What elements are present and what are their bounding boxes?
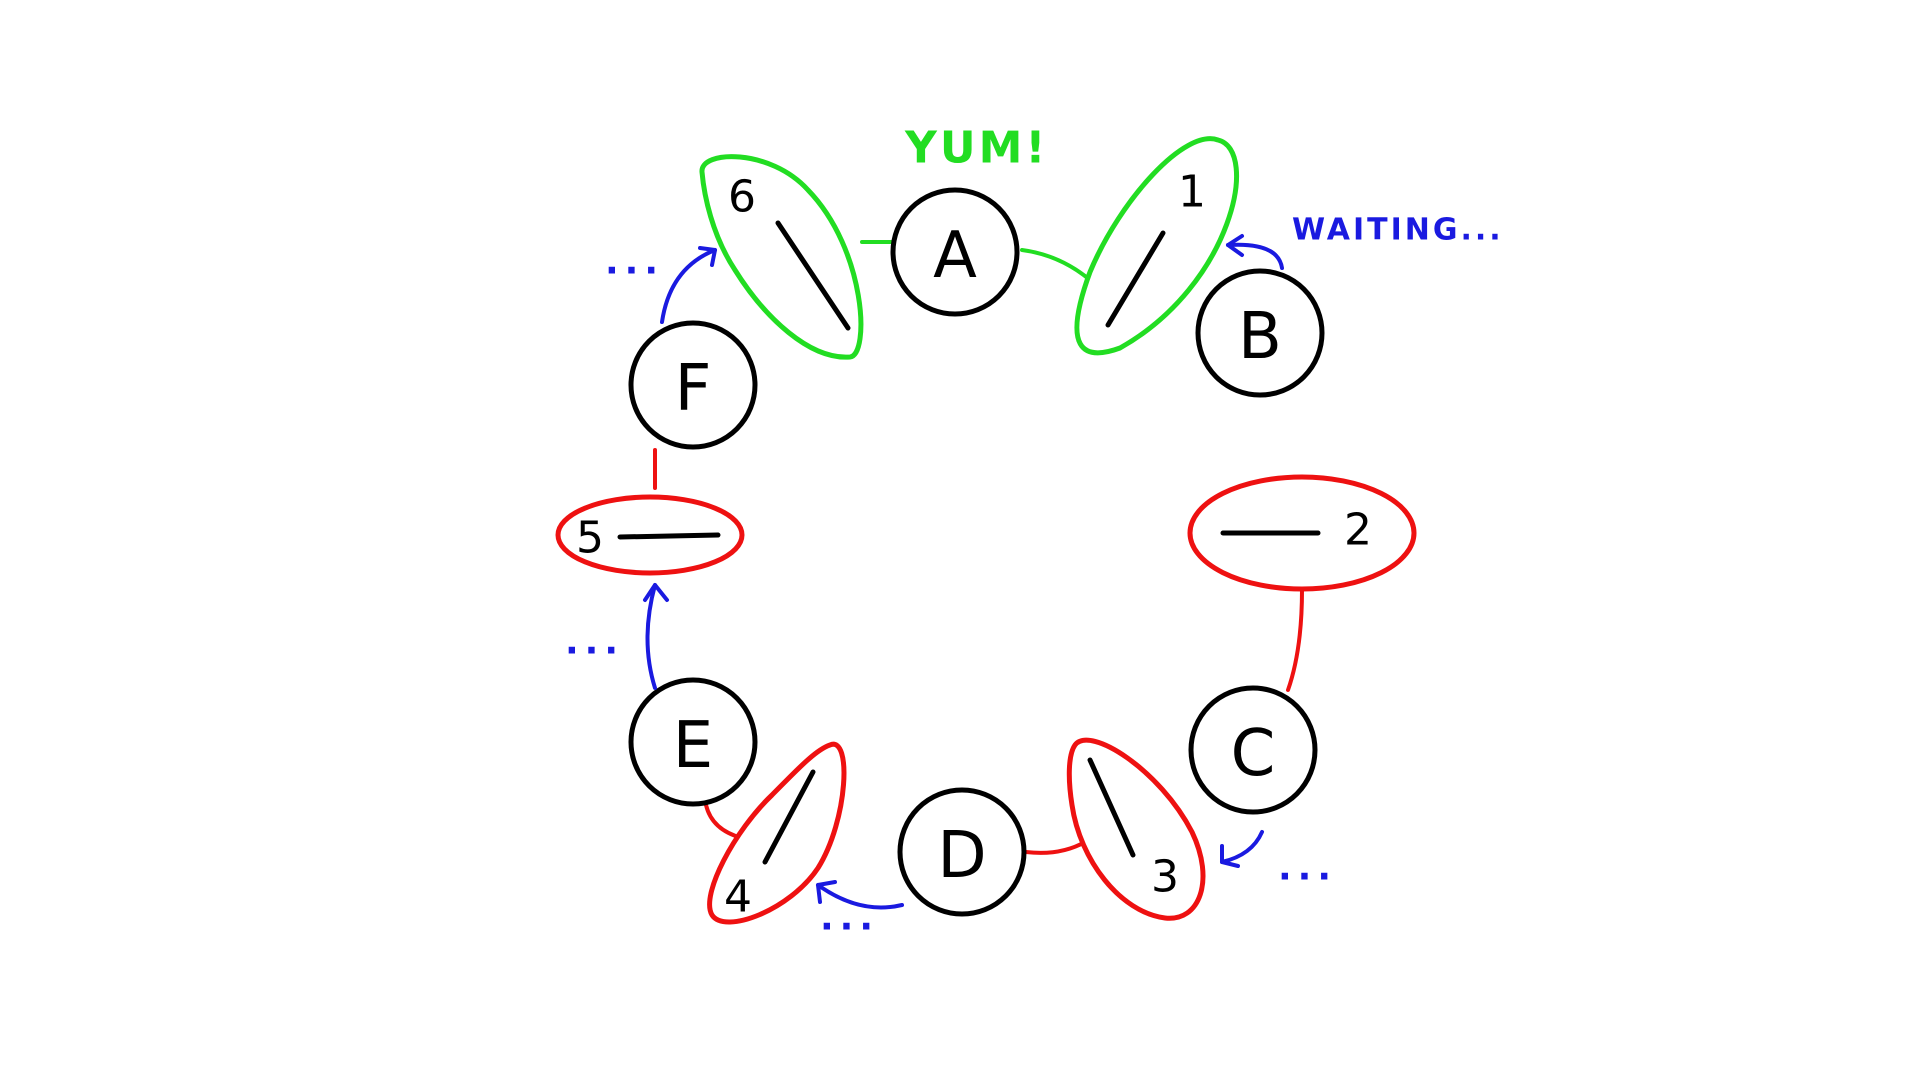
fork-6-stick (775, 220, 851, 331)
fork-5-stick (617, 532, 721, 540)
fork-2: 2 (1187, 474, 1417, 592)
philosopher-a: A (890, 187, 1020, 317)
arrow-e-to-fork5 (643, 583, 669, 690)
link-e-fork4 (704, 803, 744, 840)
fork-6-outline (699, 154, 864, 360)
waiting-arrows (643, 234, 1284, 910)
fork-4: 4 (707, 741, 847, 925)
arrow-d-to-fork4 (816, 880, 904, 910)
fork-3: 3 (1066, 737, 1206, 921)
philosopher-f-circle (628, 320, 758, 450)
dots-f: ... (605, 242, 664, 283)
fork-6: 6 (699, 154, 864, 360)
philosopher-f-label: F (675, 352, 712, 426)
link-fork2-c (1286, 588, 1304, 692)
arrow-c-to-fork3 (1220, 830, 1264, 868)
philosopher-c: C (1188, 685, 1318, 815)
fork-5: 5 (555, 494, 745, 576)
fork-3-number: 3 (1151, 852, 1179, 903)
fork-1-number: 1 (1178, 167, 1206, 218)
fork-5-number: 5 (576, 513, 604, 564)
eating-note: YUM! (904, 123, 1048, 174)
philosopher-e-label: E (673, 709, 713, 783)
philosopher-e: E (628, 677, 758, 807)
philosopher-b-circle (1195, 268, 1325, 398)
philosopher-a-circle (890, 187, 1020, 317)
philosopher-f: F (628, 320, 758, 450)
dots-c: ... (1278, 848, 1337, 889)
fork-3-outline (1066, 737, 1206, 921)
connectors (653, 240, 1304, 855)
fork-6-number: 6 (728, 172, 756, 223)
philosopher-b: B (1195, 268, 1325, 398)
philosopher-d-circle (897, 787, 1027, 917)
dots-e: ... (565, 622, 624, 663)
fork-4-stick (762, 769, 816, 865)
fork-2-number: 2 (1344, 505, 1372, 556)
fork-1: 1 (1074, 136, 1239, 356)
fork-3-stick (1087, 757, 1136, 858)
philosopher-d: D (897, 787, 1027, 917)
arrow-b-to-fork1 (1226, 234, 1284, 270)
philosopher-d-label: D (937, 819, 986, 893)
waiting-note: WAITING... (1292, 213, 1504, 248)
fork-1-stick (1105, 230, 1166, 328)
fork-4-number: 4 (724, 872, 752, 923)
philosopher-a-label: A (933, 219, 977, 293)
philosopher-c-label: C (1231, 717, 1276, 791)
arrow-f-to-fork6 (660, 246, 717, 324)
philosopher-e-circle (628, 677, 758, 807)
fork-4-outline (707, 741, 847, 925)
link-fork3-d (1024, 840, 1087, 855)
philosopher-c-circle (1188, 685, 1318, 815)
link-a-fork1 (1020, 248, 1092, 282)
philosopher-b-label: B (1238, 300, 1282, 374)
dots-d: ... (820, 898, 879, 939)
